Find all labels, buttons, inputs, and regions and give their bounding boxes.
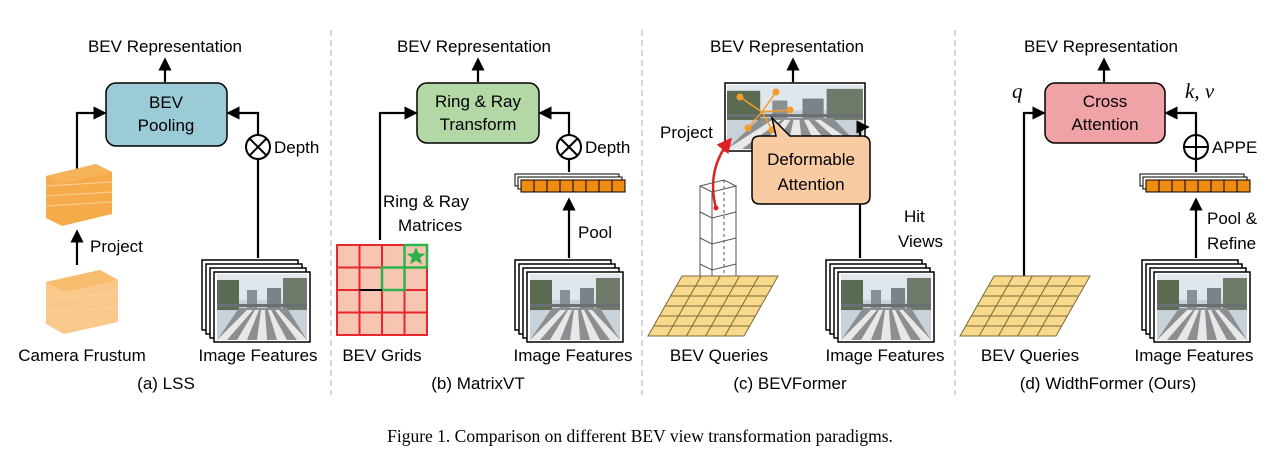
bottom-right-label: Image Features xyxy=(825,346,944,365)
star-icon xyxy=(406,247,426,265)
projection-arrow xyxy=(711,137,732,209)
project-label: Project xyxy=(660,123,713,142)
image-features-icon xyxy=(202,260,310,342)
feature-vector-icon xyxy=(1139,173,1251,193)
image-features-icon xyxy=(826,260,934,342)
module-line-1: BEV xyxy=(149,93,184,112)
multiply-circle-icon xyxy=(556,134,582,160)
plus-circle-icon xyxy=(1183,134,1209,160)
hit-line-1: Hit xyxy=(904,207,925,226)
figure-caption: Figure 1. Comparison on different BEV vi… xyxy=(387,426,893,446)
deformable-attention-callout: Deformable Attention xyxy=(751,115,871,205)
bottom-left-label: BEV Grids xyxy=(342,346,421,365)
bottom-left-label: BEV Queries xyxy=(670,346,768,365)
bev-query-grid-icon xyxy=(959,275,1091,337)
pool-label: Pool xyxy=(578,223,612,242)
panel-caption: (c) BEVFormer xyxy=(733,374,847,393)
panel-caption: (d) WidthFormer (Ours) xyxy=(1020,374,1197,393)
q-label: q xyxy=(1012,79,1023,103)
matrices-line-1: Ring & Ray xyxy=(383,192,469,211)
panel-widthformer: BEV Representation Cross Attention q BEV… xyxy=(959,37,1258,393)
image-features-icon xyxy=(515,260,623,342)
panel-bevformer: BEV Representation Hit Views xyxy=(647,37,945,393)
module-line-2: Attention xyxy=(1071,115,1138,134)
query-pillar-icon xyxy=(698,179,738,297)
panel-matrixvt: BEV Representation Ring & Ray Transform … xyxy=(336,37,633,393)
callout-line-2: Attention xyxy=(777,175,844,194)
top-label: BEV Representation xyxy=(88,37,242,56)
module-line-2: Transform xyxy=(440,115,517,134)
panel-caption: (a) LSS xyxy=(137,374,195,393)
multiply-circle-icon xyxy=(245,134,271,160)
image-features-icon xyxy=(1142,260,1250,342)
module-line-2: Pooling xyxy=(138,116,195,135)
bottom-right-label: Image Features xyxy=(198,346,317,365)
panel-caption: (b) MatrixVT xyxy=(431,374,525,393)
kv-label: k, v xyxy=(1185,79,1215,103)
panel-lss: BEV Representation BEV Pooling Project C… xyxy=(18,37,319,393)
hit-line-2: Views xyxy=(898,232,943,251)
bottom-left-label: Camera Frustum xyxy=(18,346,146,365)
depth-label: Depth xyxy=(585,138,630,157)
pool-refine-line-1: Pool & xyxy=(1207,209,1258,228)
top-label: BEV Representation xyxy=(1024,37,1178,56)
frustum-volume-icon xyxy=(45,164,113,226)
project-label: Project xyxy=(90,237,143,256)
feature-vector-icon xyxy=(514,173,626,193)
top-label: BEV Representation xyxy=(397,37,551,56)
appe-label: APPE xyxy=(1212,138,1257,157)
bottom-left-label: BEV Queries xyxy=(981,346,1079,365)
bottom-right-label: Image Features xyxy=(1134,346,1253,365)
matrices-line-2: Matrices xyxy=(398,216,462,235)
bottom-right-label: Image Features xyxy=(513,346,632,365)
bev-grid-icon xyxy=(336,243,429,336)
module-line-1: Ring & Ray xyxy=(435,92,521,111)
top-label: BEV Representation xyxy=(710,37,864,56)
callout-line-1: Deformable xyxy=(767,150,855,169)
pool-refine-line-2: Refine xyxy=(1207,234,1256,253)
depth-label: Depth xyxy=(274,138,319,157)
camera-frustum-icon xyxy=(45,270,119,334)
bev-query-grid-icon xyxy=(647,275,779,337)
module-line-1: Cross xyxy=(1083,92,1127,111)
